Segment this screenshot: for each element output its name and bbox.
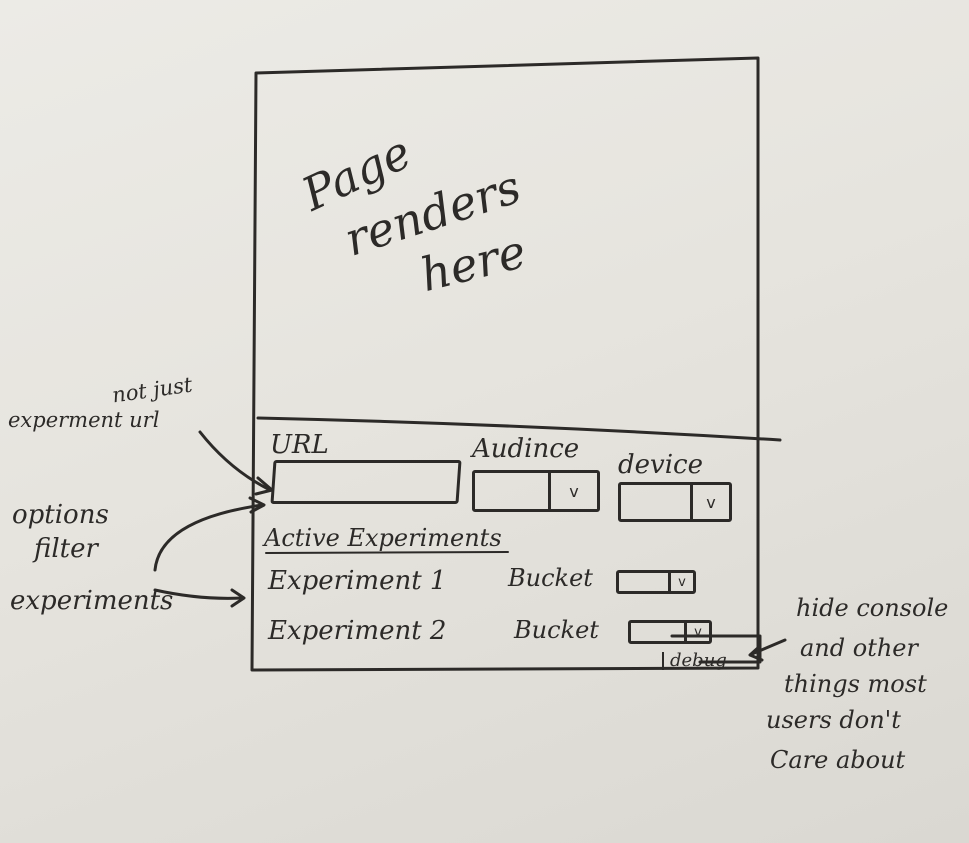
options-note-line-3: experiments bbox=[10, 586, 174, 616]
url-label: URL bbox=[270, 430, 329, 460]
bucket-label: Bucket bbox=[514, 616, 599, 644]
experiment-name: Experiment 2 bbox=[268, 616, 447, 646]
options-note-line-2: filter bbox=[34, 534, 98, 564]
debug-note-line-5: Care about bbox=[770, 746, 906, 774]
debug-note-line-1: hide console bbox=[796, 594, 949, 622]
chevron-down-icon: v bbox=[548, 473, 597, 509]
options-note-arrow-2 bbox=[153, 588, 244, 600]
options-note-line-1: options bbox=[12, 500, 109, 530]
chevron-down-icon: v bbox=[684, 623, 709, 641]
section-underline bbox=[265, 551, 509, 554]
options-note-arrow-1 bbox=[153, 503, 264, 572]
chevron-down-icon: v bbox=[690, 485, 729, 519]
url-note-arrow bbox=[198, 430, 272, 492]
chevron-down-icon: v bbox=[668, 573, 693, 591]
audience-label: Audince bbox=[472, 434, 580, 464]
bucket-select[interactable]: v bbox=[616, 570, 696, 594]
bucket-label: Bucket bbox=[508, 564, 593, 592]
audience-select[interactable]: v bbox=[472, 470, 600, 512]
device-select[interactable]: v bbox=[618, 482, 732, 522]
experiment-name: Experiment 1 bbox=[268, 566, 447, 596]
section-title: Active Experiments bbox=[264, 524, 502, 552]
debug-note-line-4: users don't bbox=[766, 706, 901, 734]
bucket-select[interactable]: v bbox=[628, 620, 712, 644]
url-note-line-2: experment url bbox=[8, 408, 160, 432]
device-label: device bbox=[618, 450, 703, 480]
panel-divider bbox=[256, 416, 782, 442]
frame-outline bbox=[250, 56, 760, 672]
debug-note-line-3: things most bbox=[784, 670, 927, 698]
debug-note-line-2: and other bbox=[800, 634, 918, 662]
url-input[interactable] bbox=[270, 460, 462, 504]
debug-link[interactable]: debug bbox=[662, 652, 727, 670]
